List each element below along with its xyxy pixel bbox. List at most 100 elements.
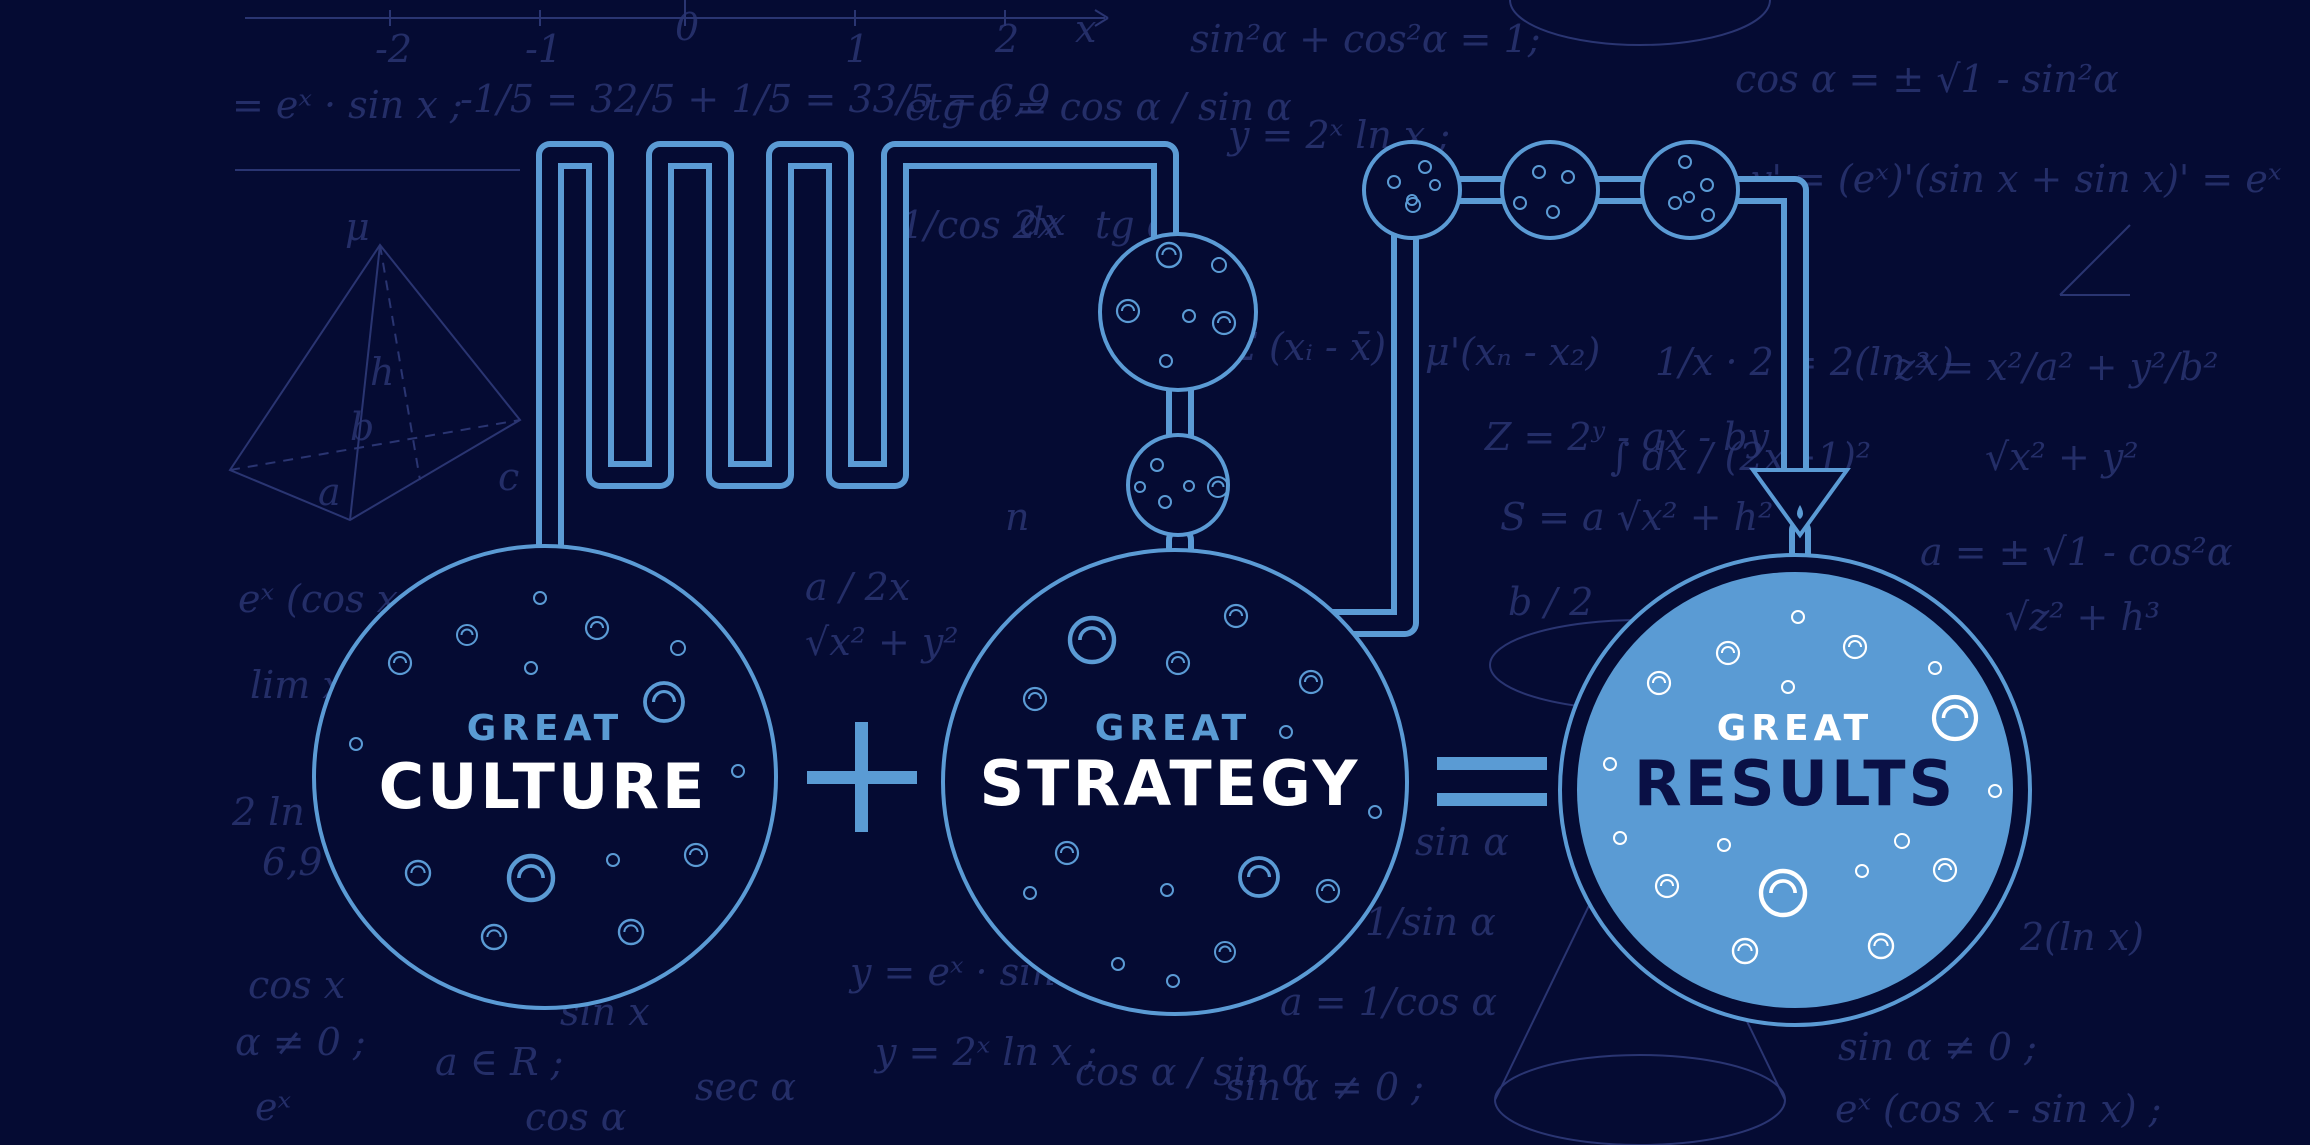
bubble xyxy=(1159,354,1173,368)
bubble-highlight xyxy=(410,865,426,874)
formula: a ∈ R ; xyxy=(435,1040,563,1084)
strategy-label: GREAT STRATEGY xyxy=(980,708,1358,820)
formula: √x² + y² xyxy=(1985,435,2139,479)
bubble xyxy=(1513,196,1527,210)
formula: S = a √x² + h² xyxy=(1500,495,1773,539)
bubble xyxy=(1387,175,1401,189)
bubble xyxy=(1405,197,1421,213)
formula: c xyxy=(498,455,519,499)
formula: 0 xyxy=(675,5,699,49)
bubble-highlight xyxy=(1120,303,1136,312)
bubble xyxy=(1932,857,1958,883)
number-line-sketch xyxy=(245,0,1109,27)
bubble xyxy=(387,650,413,676)
bubble-highlight xyxy=(1027,691,1043,700)
formula: -2 xyxy=(375,27,412,71)
formula: √x² + y² xyxy=(805,620,959,664)
culture-label: GREAT CULTURE xyxy=(379,708,708,823)
bubble xyxy=(1532,165,1546,179)
plus-operator xyxy=(807,722,917,832)
results-label: GREAT RESULTS xyxy=(1634,708,1956,820)
bubble xyxy=(1315,878,1341,904)
formula: ctg α = cos α / sin α xyxy=(905,85,1292,129)
bubble xyxy=(1023,886,1037,900)
bubble xyxy=(1842,634,1868,660)
bubble-highlight xyxy=(1320,883,1336,892)
background-formulas: -2 -1 0 1 2 x sin²α + cos²α = 1; cos α =… xyxy=(228,0,2282,1145)
bubble xyxy=(1731,937,1759,965)
culture-prefix: GREAT xyxy=(467,708,623,749)
bubble-highlight xyxy=(1228,608,1244,617)
formula: 1/sin α xyxy=(1365,900,1496,944)
bubble xyxy=(1182,309,1196,323)
bubble xyxy=(1931,694,1979,742)
formula: 2(ln x) xyxy=(2019,915,2144,959)
bubble xyxy=(1223,603,1249,629)
bubble xyxy=(1603,757,1617,771)
formula: cos α xyxy=(525,1095,626,1139)
bubble xyxy=(506,853,556,903)
formula: sec α xyxy=(695,1065,796,1109)
bubble-highlight xyxy=(1216,315,1232,324)
formula: a xyxy=(318,470,341,514)
bubble xyxy=(404,859,432,887)
bubble-highlight xyxy=(460,628,474,636)
bubble xyxy=(1701,208,1715,222)
formula: -1 xyxy=(525,27,562,71)
bubble xyxy=(1791,610,1805,624)
bubble xyxy=(524,661,538,675)
formula: dx xyxy=(1020,200,1066,244)
bubbles-layer xyxy=(349,155,2002,988)
bubble xyxy=(1928,661,1942,675)
formula: 1/cos 2x xyxy=(900,203,1058,247)
bubble xyxy=(456,624,478,646)
bubble-highlight xyxy=(651,690,677,703)
formula: μ xyxy=(345,205,370,249)
bubble xyxy=(1646,670,1672,696)
main-spheres xyxy=(312,544,2032,1027)
bubble xyxy=(1700,178,1714,192)
bubble xyxy=(1561,170,1575,184)
bubble-highlight xyxy=(688,847,704,856)
bubble xyxy=(1166,974,1180,988)
formula: eˣ (cos x - sin x) ; xyxy=(1835,1087,2161,1131)
top-chamber-2 xyxy=(1500,140,1600,240)
bubble xyxy=(1715,640,1741,666)
bubble-highlight xyxy=(1847,639,1863,648)
bubble xyxy=(1683,191,1695,203)
bubble xyxy=(1054,840,1080,866)
bubble xyxy=(1429,179,1441,191)
formula: b xyxy=(350,405,374,449)
formula: eˣ xyxy=(255,1085,291,1129)
bubble-highlight xyxy=(1737,943,1753,952)
bubble xyxy=(617,918,645,946)
strategy-prefix: GREAT xyxy=(1095,708,1251,749)
culture-word: CULTURE xyxy=(379,750,708,823)
formula: sin α ≠ 0 ; xyxy=(1225,1065,1424,1109)
formula: cos x xyxy=(248,963,345,1007)
results-prefix: GREAT xyxy=(1717,708,1873,749)
bubble xyxy=(1855,864,1869,878)
bubble-highlight xyxy=(1720,645,1736,654)
bubble xyxy=(1160,883,1174,897)
bubble-chambers xyxy=(1098,140,1740,537)
bubble xyxy=(1668,196,1682,210)
bubble xyxy=(606,853,620,867)
strategy-to-results-pipe xyxy=(1306,176,1809,637)
formula: x xyxy=(1075,7,1096,51)
bubble xyxy=(1111,957,1125,971)
bubble-highlight xyxy=(1246,865,1272,878)
pyramid-sketch xyxy=(228,169,522,522)
top-chamber-3 xyxy=(1640,140,1740,240)
formula: eˣ (cos x xyxy=(238,577,398,621)
bubble xyxy=(1418,160,1432,174)
bubble xyxy=(1298,669,1324,695)
formula: = eˣ · sin x ; xyxy=(232,83,463,127)
bubble xyxy=(1115,298,1141,324)
formula: μ'(xₙ - x₂) xyxy=(1425,330,1600,374)
formula: cos α = ± √1 - sin²α xyxy=(1735,57,2119,101)
formula: h xyxy=(370,350,394,394)
results-word: RESULTS xyxy=(1634,747,1956,820)
formula: α ≠ 0 ; xyxy=(235,1020,366,1064)
